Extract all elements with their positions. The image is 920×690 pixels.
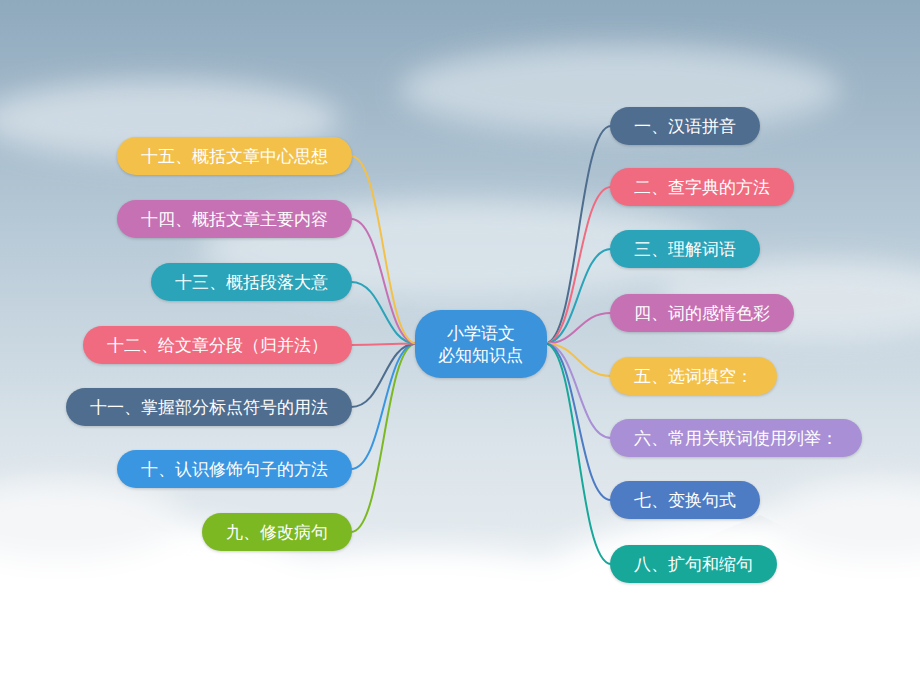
branch-connector: [351, 344, 417, 469]
topic-label: 十二、给文章分段（归并法）: [107, 334, 328, 356]
topic-label: 小学语文 必知知识点: [437, 322, 525, 366]
branch-connector: [545, 344, 611, 500]
branch-connector: [351, 156, 417, 344]
topic-label: 十四、概括文章主要内容: [141, 208, 328, 230]
topic-label: 七、变换句式: [634, 489, 736, 511]
branch-connector: [545, 126, 611, 344]
branch-topic: 九、修改病句: [202, 513, 352, 551]
branch-connector: [351, 219, 417, 344]
branch-topic: 七、变换句式: [610, 481, 760, 519]
topic-label: 二、查字典的方法: [634, 176, 770, 198]
topic-label: 三、理解词语: [634, 238, 736, 260]
branch-topic: 二、查字典的方法: [610, 168, 794, 206]
branch-connector: [545, 313, 611, 344]
branch-topic: 一、汉语拼音: [610, 107, 760, 145]
branch-connector: [351, 344, 417, 345]
branch-topic: 五、选词填空：: [610, 357, 777, 395]
branch-topic: 八、扩句和缩句: [610, 545, 777, 583]
topic-label: 六、常用关联词使用列举：: [634, 427, 838, 449]
branch-topic: 十五、概括文章中心思想: [117, 137, 352, 175]
branch-topic: 十二、给文章分段（归并法）: [83, 326, 352, 364]
topic-label: 五、选词填空：: [634, 365, 753, 387]
topic-label: 十五、概括文章中心思想: [141, 145, 328, 167]
topic-label: 一、汉语拼音: [634, 115, 736, 137]
topic-label: 四、词的感情色彩: [634, 302, 770, 324]
topic-label: 十一、掌握部分标点符号的用法: [90, 396, 328, 418]
branch-topic: 六、常用关联词使用列举：: [610, 419, 862, 457]
branch-topic: 十、认识修饰句子的方法: [117, 450, 352, 488]
branch-connector: [351, 282, 417, 344]
branch-topic: 十三、概括段落大意: [151, 263, 352, 301]
topic-label: 九、修改病句: [226, 521, 328, 543]
branch-connector: [545, 344, 611, 564]
branch-connector: [351, 344, 417, 407]
central-topic: 小学语文 必知知识点: [415, 310, 547, 378]
topic-label: 十、认识修饰句子的方法: [141, 458, 328, 480]
branch-connector: [545, 249, 611, 344]
topic-label: 十三、概括段落大意: [175, 271, 328, 293]
topic-label: 八、扩句和缩句: [634, 553, 753, 575]
branch-connector: [545, 187, 611, 344]
branch-connector: [351, 344, 417, 532]
branch-topic: 四、词的感情色彩: [610, 294, 794, 332]
branch-topic: 十四、概括文章主要内容: [117, 200, 352, 238]
branch-topic: 十一、掌握部分标点符号的用法: [66, 388, 352, 426]
branch-topic: 三、理解词语: [610, 230, 760, 268]
